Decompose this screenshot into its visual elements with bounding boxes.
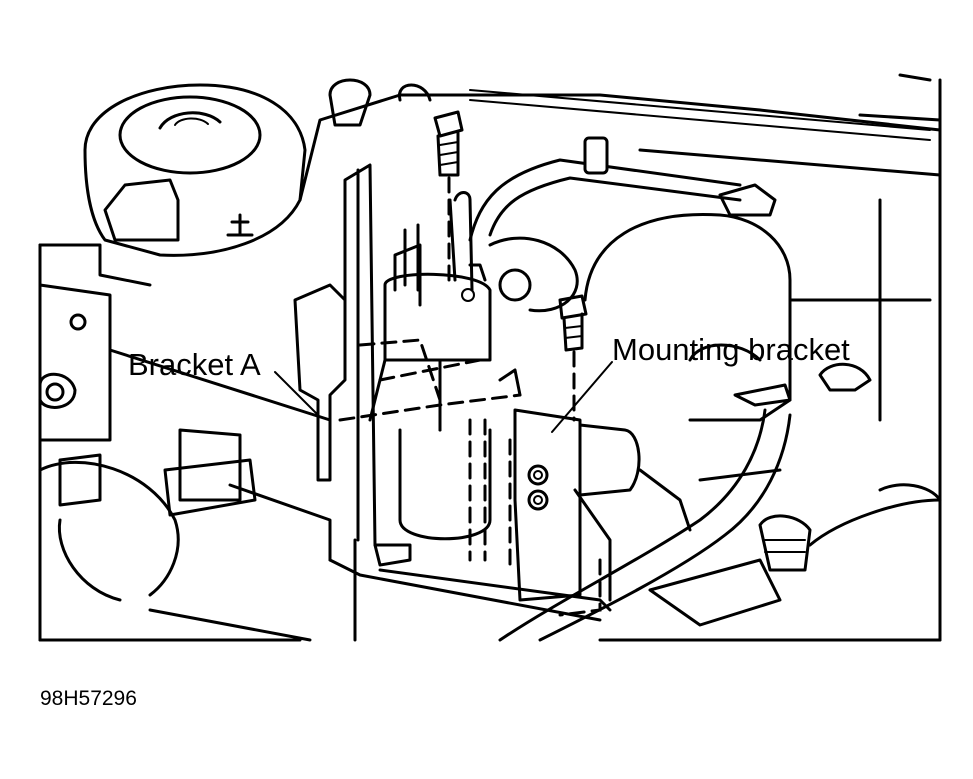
lower-right-components — [648, 468, 942, 627]
wire-harness — [468, 136, 777, 242]
leader-lines — [274, 361, 613, 433]
bracket-a-label: Bracket A — [128, 347, 261, 382]
brake-booster — [583, 198, 932, 422]
figure-code: 98H57296 — [40, 687, 137, 710]
bracket-a-shape — [293, 163, 377, 547]
firewall-panels — [298, 73, 942, 202]
bracket-a-leader — [274, 371, 319, 416]
mounting-bracket-shape — [498, 368, 692, 602]
mounting-bracket-label: Mounting bracket — [612, 332, 850, 367]
engine-block — [38, 283, 332, 442]
air-cleaner-housing — [83, 83, 307, 257]
large-hose — [498, 383, 792, 642]
illustration-outline — [38, 78, 942, 642]
lower-left-components — [38, 428, 332, 642]
upper-bolt — [433, 110, 464, 287]
cylinder-assembly — [368, 191, 579, 541]
mounting-bracket-leader — [551, 361, 613, 433]
hidden-lines — [338, 338, 602, 617]
right-bolt — [558, 294, 588, 422]
